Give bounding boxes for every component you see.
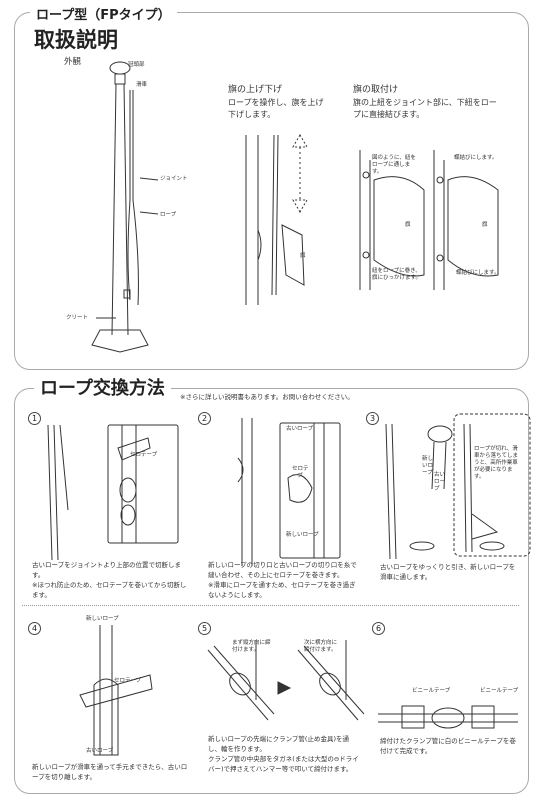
attach-heading: 旗の取付け bbox=[353, 85, 399, 95]
attach-illustration bbox=[359, 150, 499, 290]
step-4-illustration bbox=[79, 625, 153, 756]
step-6-label-tape-left: ビニールテープ bbox=[412, 688, 451, 694]
attach-note-bottom-right: 蝶結びにします。 bbox=[456, 270, 500, 276]
step-3-text: 古いロープをゆっくりと引き、新しいロープを滑車に通します。 bbox=[380, 563, 516, 581]
step-4-label-old-rope: 古いロープ bbox=[86, 748, 114, 754]
label-cleat: クリート bbox=[66, 315, 89, 321]
label-rope: ロープ bbox=[160, 212, 177, 218]
pole-exterior-illustration bbox=[91, 61, 149, 353]
leader-lines bbox=[96, 177, 159, 319]
step-6-text: 締付けたクランプ管に白のビニールテープを巻付けて完成です。 bbox=[380, 737, 516, 755]
step-2-label-tape: セロテープ bbox=[292, 466, 309, 479]
label-joint: ジョイント bbox=[160, 176, 188, 182]
step-1-text: 古いロープをジョイントより上部の位置で切断します。 ※ほつれ防止のため、セロテー… bbox=[32, 561, 187, 599]
product-subtitle: ロープ型（FPタイプ） bbox=[30, 4, 177, 23]
step-2-illustration bbox=[237, 418, 341, 566]
step-1-label-tape: セロテープ bbox=[130, 452, 158, 458]
raise-flag-label: 旗 bbox=[300, 253, 306, 259]
step-4-label-new-rope: 新しいロープ bbox=[86, 616, 119, 622]
step-1-illustration bbox=[47, 424, 179, 561]
raise-heading: 旗の上げ下げ bbox=[228, 85, 283, 95]
step-3-label-old-rope: 古いロープ bbox=[434, 472, 446, 492]
step-1-number: 1 bbox=[28, 412, 41, 425]
step-5-number: 5 bbox=[198, 622, 211, 635]
exchange-note: ※さらに詳しい説明書もあります。お問い合わせください。 bbox=[180, 393, 354, 401]
step-2-label-new-rope: 新しいロープ bbox=[286, 532, 319, 538]
step-3-warning-note: ロープが切れ、滑車から落ちてしまうと、高所作業車が必要になります。 bbox=[474, 446, 519, 480]
step-5-text: 新しいロープの先端にクランプ管(止め金具)を通し、輪を作ります。 クランプ管の中… bbox=[208, 735, 359, 773]
label-cap: 冠頭部 bbox=[128, 62, 145, 68]
label-pulley: 滑車 bbox=[136, 82, 148, 88]
rope-exchange-panel bbox=[14, 388, 529, 794]
attach-body: 旗の上紐をジョイント部に、下紐をロープに直接結びます。 bbox=[353, 98, 497, 119]
instructions-panel bbox=[14, 12, 529, 370]
step-3-illustration bbox=[385, 413, 531, 560]
attach-note-bottom-left: 紐をロープに巻き、旗にひっかけます。 bbox=[372, 268, 421, 281]
raise-body: ロープを操作し、旗を上げ下げします。 bbox=[228, 98, 324, 119]
step-6-label-tape-right: ビニールテープ bbox=[480, 688, 519, 694]
step-4-text: 新しいロープが滑車を通って手元まできたら、古いロープを切り離します。 bbox=[32, 763, 188, 781]
step-3-label-new-rope: 新しいロープ bbox=[422, 456, 434, 476]
attach-note-top-right: 蝶結びにします。 bbox=[454, 155, 498, 161]
page-title: 取扱説明 bbox=[34, 24, 118, 54]
row-divider bbox=[22, 605, 519, 606]
exterior-label: 外観 bbox=[64, 57, 82, 67]
step-2-text: 新しいロープの切り口と古いロープの切り口を糸で縫い合わせ、その上にセロテープを巻… bbox=[208, 561, 357, 599]
step-2-label-old-rope: 古いロープ bbox=[286, 426, 314, 432]
step-4-number: 4 bbox=[28, 622, 41, 635]
step-3-number: 3 bbox=[366, 412, 379, 425]
exchange-title: ロープ交換方法 bbox=[34, 374, 171, 400]
attach-flag-left: 旗 bbox=[405, 222, 411, 228]
step-5-illustration bbox=[207, 640, 365, 721]
step-5-label-horizontal: 次に横方向に締付けます。 bbox=[304, 640, 338, 653]
step-2-number: 2 bbox=[198, 412, 211, 425]
step-4-label-tape: セロテープ bbox=[114, 678, 142, 684]
raise-illustration bbox=[245, 134, 308, 305]
attach-note-top-left: 図のように、紐をロープに通します。 bbox=[372, 155, 416, 175]
attach-flag-right: 旗 bbox=[482, 222, 488, 228]
step-6-illustration bbox=[378, 705, 518, 729]
step-5-label-vertical: まず縦方向に締付けます。 bbox=[232, 640, 271, 653]
step-6-number: 6 bbox=[372, 622, 385, 635]
